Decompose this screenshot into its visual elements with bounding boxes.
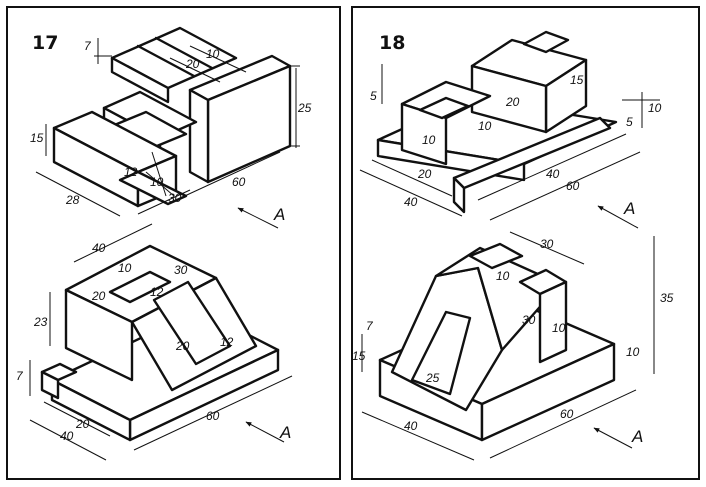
part-17-bottom [40,244,280,442]
view-direction-label: A [631,427,643,446]
part-17-top-labels: 7 10 20 25 15 12 10 28 30 60 A [30,39,312,224]
part-17-top-dimensions [35,38,300,229]
part-18-bottom-labels: 30 10 30 10 35 15 7 25 40 60 10 A [352,237,674,446]
figure-17-number: 17 [32,32,59,54]
dim-label: 12 [220,335,234,349]
dim-label: 60 [560,407,574,421]
dim-label: 25 [297,101,312,115]
dim-label: 30 [540,237,554,251]
dim-label: 60 [232,175,246,189]
dim-label: 20 [175,339,190,353]
dim-label: 20 [75,417,90,431]
dim-label: 20 [91,289,106,303]
dim-label: 10 [206,47,220,61]
part-18-top [376,30,618,214]
part-17-bottom-dimensions [29,223,293,461]
dim-label: 15 [30,131,44,145]
view-direction-label: A [273,205,285,224]
dim-label: 10 [478,119,492,133]
dim-label: 10 [552,321,566,335]
part-18-bottom-dimensions [361,231,655,461]
dim-label: 20 [417,167,432,181]
dim-label: 15 [570,73,584,87]
part-18-top-labels: 5 10 10 15 20 20 40 60 40 5 10 A [370,73,662,218]
dim-label: 40 [546,167,560,181]
part-17-top [52,26,292,208]
dim-label: 5 [370,89,377,103]
part-17-bottom-labels: 40 10 30 20 23 12 20 12 7 20 40 60 A [16,241,291,443]
dim-label: 10 [648,101,662,115]
dim-label: 25 [425,371,440,385]
dim-label: 5 [626,115,633,129]
dim-label: 12 [124,165,138,179]
dim-label: 7 [16,369,24,383]
dim-label: 10 [496,269,510,283]
dim-label: 10 [118,261,132,275]
dim-label: 40 [404,419,418,433]
dim-label: 12 [150,285,164,299]
dim-label: 7 [84,39,92,53]
view-direction-label: A [623,199,635,218]
dim-label: 10 [422,133,436,147]
dim-label: 20 [505,95,520,109]
part-18-top-dimensions [359,64,660,229]
dim-label: 28 [65,193,80,207]
dim-label: 30 [168,191,182,205]
dim-label: 35 [660,291,674,305]
view-direction-label: A [279,423,291,442]
dim-label: 40 [92,241,106,255]
dim-label: 20 [185,57,200,71]
dim-label: 10 [626,345,640,359]
part-18-bottom [378,242,616,442]
dim-label: 10 [150,175,164,189]
dim-label: 60 [206,409,220,423]
dim-label: 7 [366,319,374,333]
dim-label: 30 [174,263,188,277]
dim-label: 15 [352,349,366,363]
dim-label: 23 [33,315,48,329]
dim-label: 30 [522,313,536,327]
dim-label: 40 [404,195,418,209]
figure-18-number: 18 [379,32,406,54]
dim-label: 60 [566,179,580,193]
dim-label: 40 [60,429,74,443]
